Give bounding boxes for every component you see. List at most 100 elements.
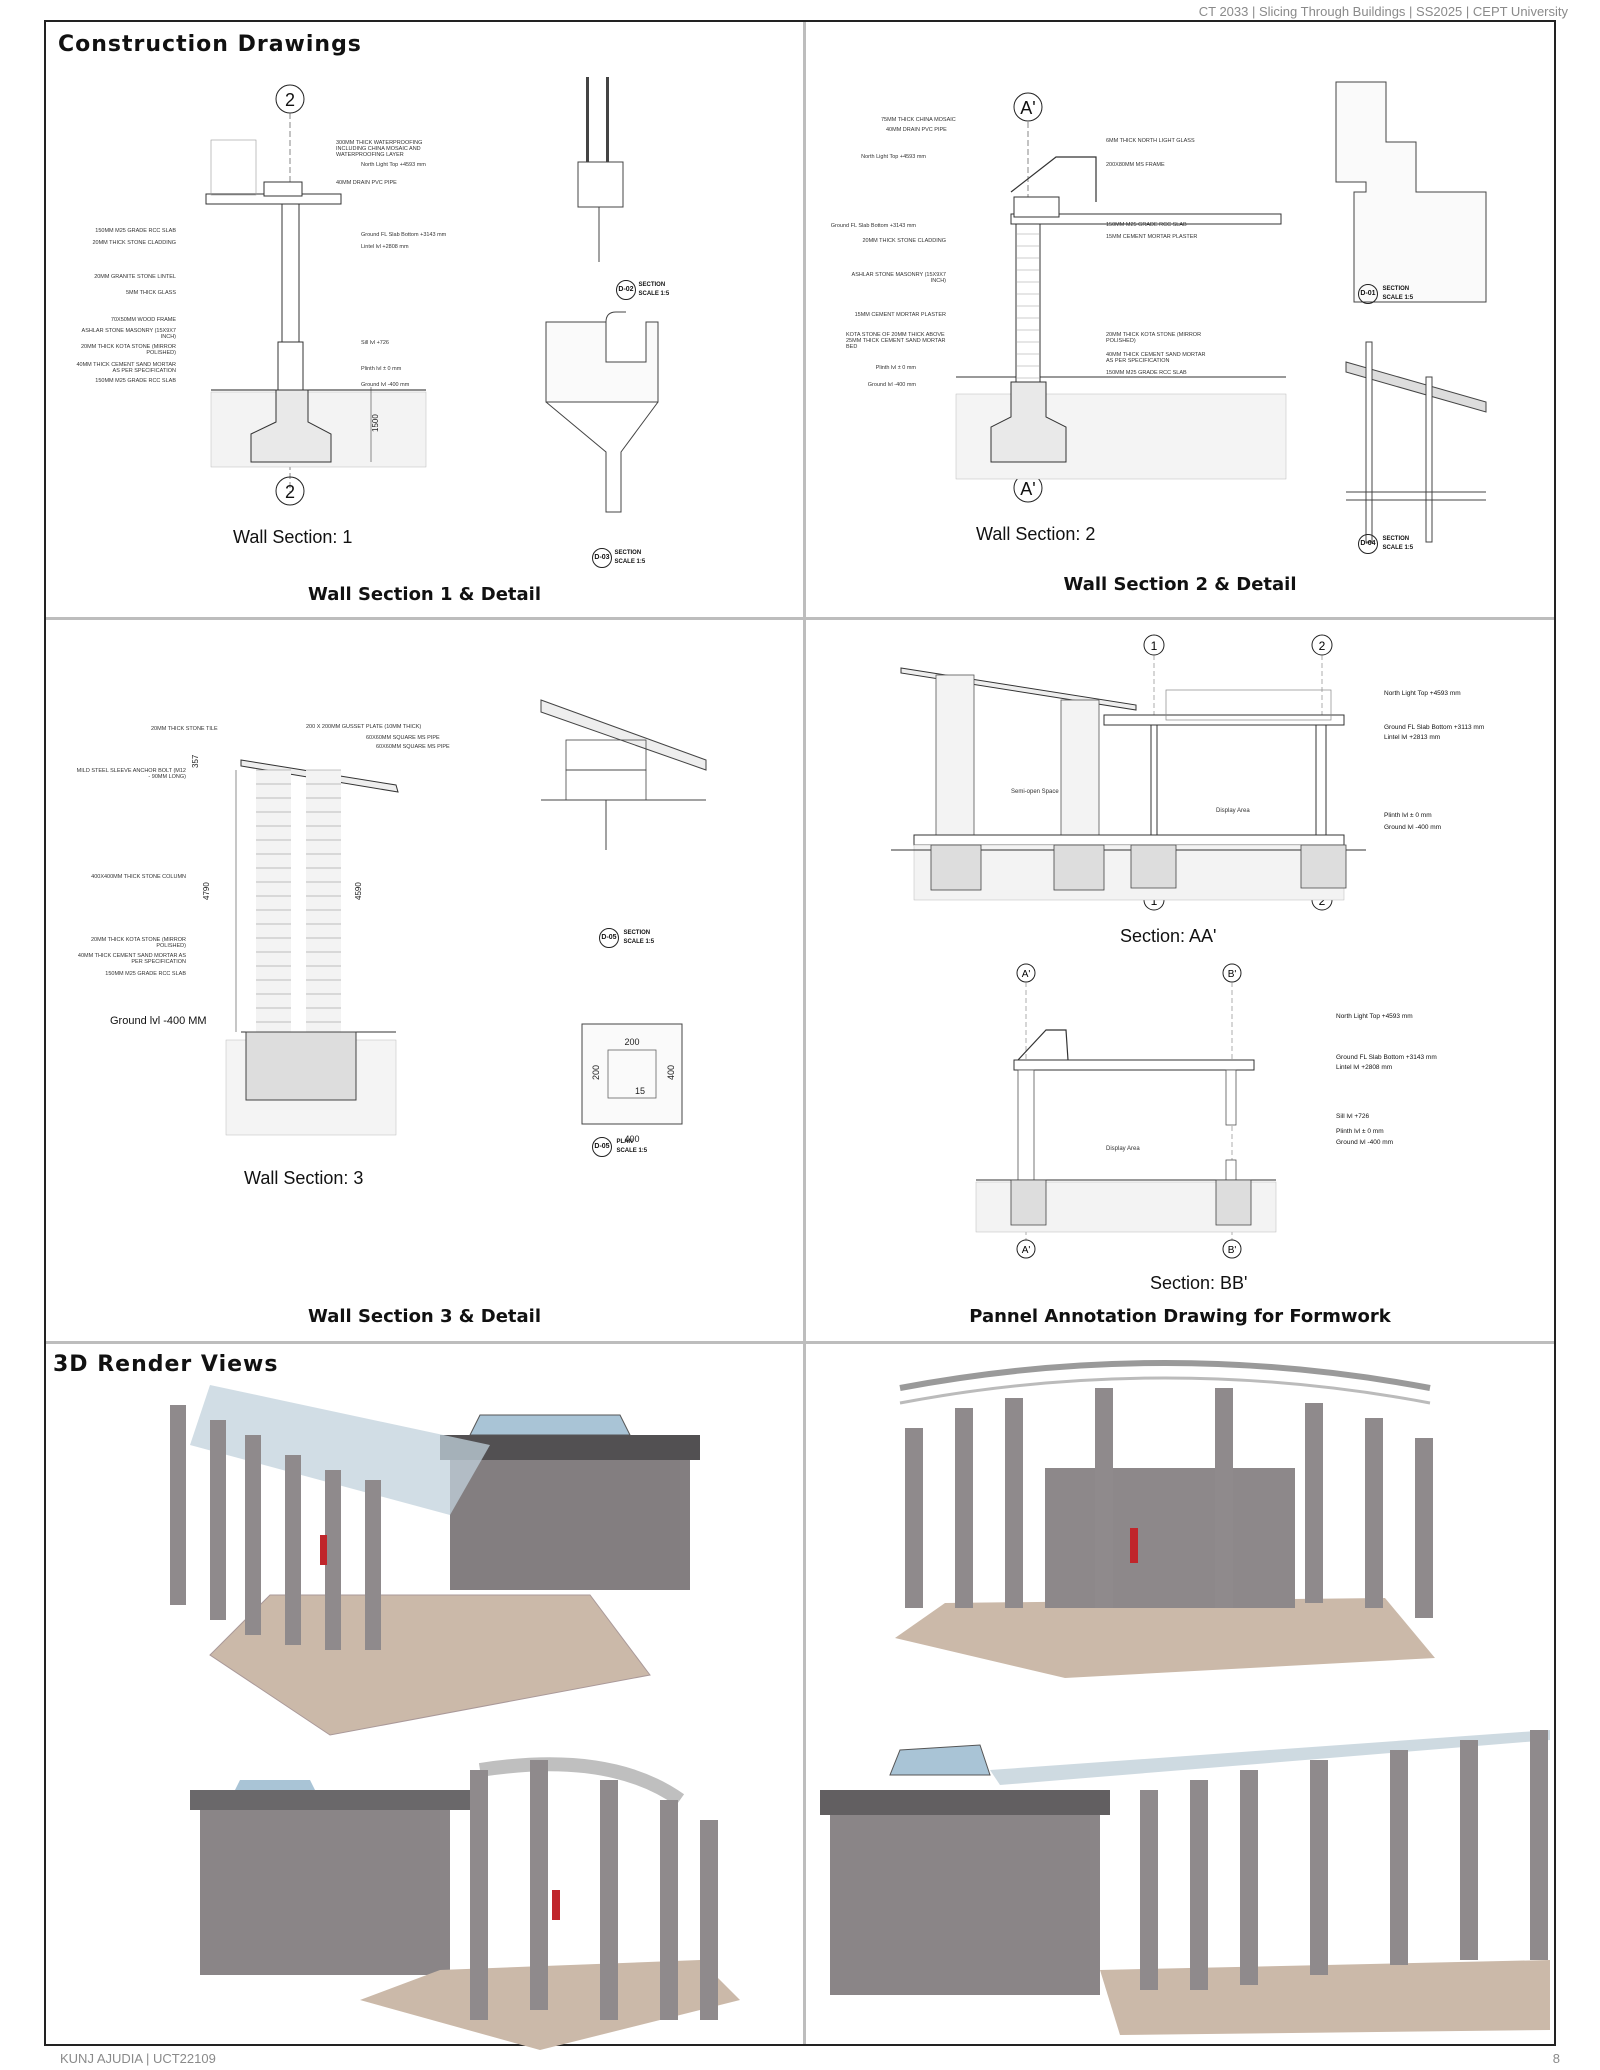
- vertical-divider-top: [803, 22, 806, 1344]
- annotation-note: KOTA STONE OF 20MM THICK ABOVE 25MM THIC…: [846, 332, 946, 350]
- wall-section-3-label: Wall Section: 3: [244, 1168, 364, 1188]
- render-column: [1305, 1403, 1323, 1603]
- wall-section-1-caption: Wall Section 1 & Detail: [307, 584, 542, 605]
- wall-section-3-caption: Wall Section 3 & Detail: [307, 1306, 542, 1327]
- panel-wall-section-3: 4790 4590 357 200 15 200 400 400 D-05 SE…: [46, 620, 803, 1341]
- annotation-note: 20MM THICK STONE CLADDING: [92, 240, 176, 246]
- annotation-note: North Light Top +4593 mm: [361, 162, 426, 168]
- level-tag-bb: Ground lvl -400 mm: [1336, 1139, 1394, 1146]
- annotation-note: 70X50MM WOOD FRAME: [110, 317, 176, 323]
- dimension-357: 357: [191, 754, 200, 768]
- grid-mark-top: 2: [285, 90, 295, 110]
- annotation-note: 20MM THICK KOTA STONE (MIRROR POLISHED): [90, 937, 186, 949]
- aa-area-display: Display Area: [1216, 808, 1250, 814]
- render-column: [1310, 1760, 1328, 1975]
- annotation-note: 20MM GRANITE STONE LINTEL: [94, 274, 176, 280]
- dimension-4790: 4790: [202, 882, 211, 900]
- render-view-1: [170, 1385, 700, 1736]
- section-bb-label: Section: BB': [1150, 1273, 1248, 1293]
- aa-mark-2-bottom: 2: [1319, 894, 1326, 908]
- annotation-note: 150MM M25 GRADE RCC SLAB: [105, 971, 186, 977]
- wall-section-1-label: Wall Section: 1: [233, 527, 353, 547]
- render-column: [1190, 1780, 1208, 1990]
- formwork-caption: Pannel Annotation Drawing for Formwork: [969, 1306, 1391, 1327]
- render-column: [170, 1405, 186, 1605]
- annotation-note: 200 X 200MM GUSSET PLATE (10MM THICK): [306, 724, 422, 730]
- annotation-note: 40MM THICK CEMENT SAND MORTAR AS PER SPE…: [1106, 352, 1206, 364]
- wall-section-3-drawing: 4790 4590 357 200 15 200 400 400: [191, 699, 707, 1144]
- annotation-note: Plinth lvl ± 0 mm: [361, 366, 402, 372]
- annotation-note: Ground lvl -400 mm: [867, 382, 916, 388]
- level-tag-aa: North Light Top +4593 mm: [1384, 690, 1461, 697]
- level-tag-aa: Ground FL Slab Bottom +3113 mm: [1384, 724, 1485, 731]
- render-column: [600, 1780, 618, 2020]
- render-column: [1365, 1418, 1383, 1608]
- dimension-4590: 4590: [354, 882, 363, 900]
- level-tag-bb: North Light Top +4593 mm: [1336, 1013, 1413, 1020]
- level-tag-aa: Ground lvl -400 mm: [1384, 824, 1442, 831]
- render-column: [1140, 1790, 1158, 1990]
- dimension-1500: 1500: [371, 414, 380, 432]
- ground-level-label: Ground lvl -400 MM: [110, 1015, 207, 1027]
- annotation-note: 20MM THICK STONE CLADDING: [862, 238, 946, 244]
- section-aa-drawing: 1 2 1 2 Semi-open Space Display Area A' …: [891, 634, 1366, 1259]
- level-tag-bb: Lintel lvl +2808 mm: [1336, 1064, 1393, 1071]
- vertical-divider-bottom: [803, 1344, 806, 2044]
- annotation-note: 15MM CEMENT MORTAR PLASTER: [854, 312, 946, 318]
- annotation-note: 60X60MM SQUARE MS PIPE: [376, 744, 450, 750]
- aa-mark-2-top: 2: [1319, 639, 1326, 653]
- annotation-note: 150MM M25 GRADE RCC SLAB: [95, 378, 176, 384]
- bb-area-display: Display Area: [1106, 1146, 1140, 1152]
- section-aa-label: Section: AA': [1120, 926, 1217, 946]
- render-column: [1215, 1388, 1233, 1608]
- plan-dim-left: 200: [591, 1065, 601, 1080]
- render-column: [700, 1820, 718, 2020]
- bb-mark-b-top: B': [1228, 969, 1237, 980]
- render-column: [245, 1435, 261, 1635]
- annotation-note: 20MM THICK KOTA STONE (MIRROR POLISHED): [1106, 332, 1202, 344]
- annotation-note: 40MM DRAIN PVC PIPE: [336, 180, 397, 186]
- render-column: [285, 1455, 301, 1645]
- annotation-note: ASHLAR STONE MASONRY (15X9X7 INCH): [851, 272, 946, 284]
- render-column: [660, 1800, 678, 2020]
- annotation-note: Ground lvl -400 mm: [361, 382, 410, 388]
- annotation-note: 150MM M25 GRADE RCC SLAB: [95, 228, 176, 234]
- bb-mark-a-bottom: A': [1022, 1245, 1031, 1256]
- annotation-note: 300MM THICK WATERPROOFING INCLUDING CHIN…: [336, 140, 423, 158]
- render-column: [1460, 1740, 1478, 1960]
- render-column: [210, 1420, 226, 1620]
- level-tag-aa: Lintel lvl +2813 mm: [1384, 734, 1441, 741]
- aa-area-semi-open: Semi-open Space: [1011, 789, 1059, 795]
- aa-mark-1-top: 1: [1151, 639, 1158, 653]
- render-view-3: [190, 1757, 740, 2050]
- annotation-note: 400X400MM THICK STONE COLUMN: [91, 874, 186, 880]
- render-column: [530, 1760, 548, 2010]
- horizontal-divider-1: [46, 617, 1554, 620]
- annotation-note: Lintel lvl +2808 mm: [361, 244, 409, 250]
- stone-column: [306, 770, 341, 1032]
- footer-page-number: 8: [1552, 2051, 1560, 2066]
- annotation-note: Sill lvl +726: [361, 340, 389, 346]
- render-column: [1095, 1388, 1113, 1608]
- footer-author: KUNJ AJUDIA | UCT22109: [60, 2051, 216, 2066]
- render-column: [1005, 1398, 1023, 1608]
- render-column: [1415, 1438, 1433, 1618]
- horizontal-divider-2: [46, 1341, 1554, 1344]
- render-column: [325, 1470, 341, 1650]
- aa-mark-1-bottom: 1: [1151, 894, 1158, 908]
- render-column: [1390, 1750, 1408, 1965]
- grid-mark-bottom: A': [1020, 479, 1035, 499]
- annotation-note: 150MM M25 GRADE RCC SLAB: [1106, 370, 1187, 376]
- section-title-construction: Construction Drawings: [58, 32, 362, 57]
- level-tag-bb: Plinth lvl ± 0 mm: [1336, 1128, 1384, 1135]
- plan-dim-bottom: 400: [624, 1134, 639, 1144]
- wall-section-1-drawing: 2 2 1500: [205, 77, 659, 513]
- wall-section-2-drawing: A' A': [955, 81, 1487, 543]
- annotation-note: ASHLAR STONE MASONRY (15X9X7 INCH): [81, 328, 176, 340]
